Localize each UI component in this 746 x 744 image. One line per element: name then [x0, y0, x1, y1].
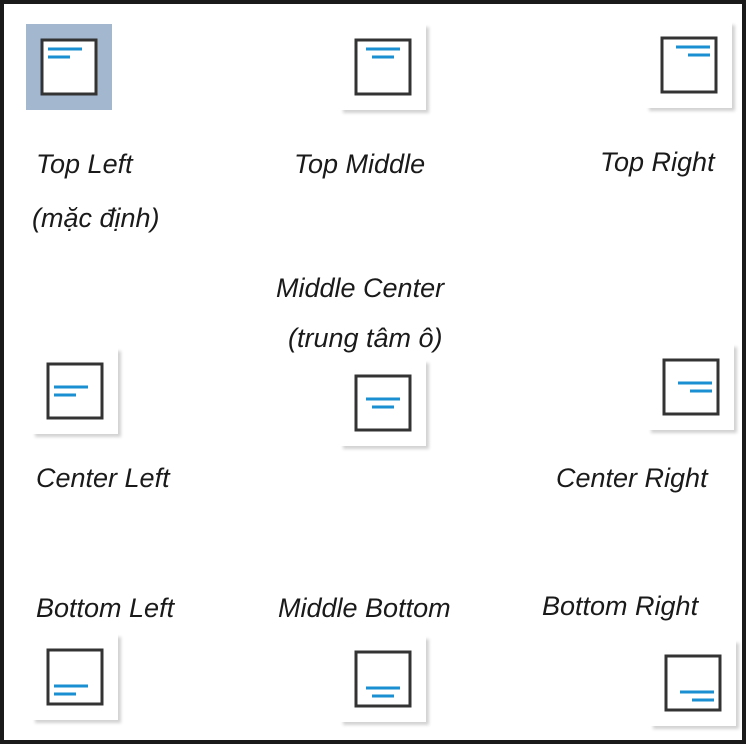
option-top-middle-label[interactable]: Top Middle — [294, 149, 426, 179]
align-middle-bottom-icon — [354, 650, 412, 708]
option-bottom-right-label: Bottom Right — [542, 591, 699, 621]
option-top-left-sublabel: (mặc định) — [32, 203, 160, 233]
option-middle-center-sublabel: (trung tâm ô) — [288, 323, 443, 353]
option-top-right-tile[interactable] — [646, 22, 732, 108]
glyph-box — [354, 650, 412, 708]
align-top-left-icon — [40, 38, 98, 96]
align-bottom-left-icon — [46, 648, 104, 706]
option-top-right-label: Top Right — [600, 147, 715, 177]
glyph-box — [46, 362, 104, 420]
align-top-middle-icon — [354, 38, 412, 96]
option-center-left-label: Center Left — [36, 463, 170, 493]
option-top-left-label: Top Left — [36, 149, 133, 179]
option-top-left-tile[interactable] — [26, 24, 112, 110]
option-bottom-left-tile[interactable] — [32, 634, 118, 720]
align-bottom-right-icon — [664, 654, 722, 712]
glyph-box — [354, 38, 412, 96]
option-middle-bottom-label: Middle Bottom — [278, 593, 451, 623]
align-center-left-icon — [46, 362, 104, 420]
option-middle-center-label: Middle Center — [276, 273, 445, 303]
option-middle-bottom-tile[interactable] — [340, 636, 426, 722]
align-middle-center-icon — [354, 374, 412, 432]
glyph-box — [662, 358, 720, 416]
glyph-box — [354, 374, 412, 432]
option-top-middle-tile[interactable] — [340, 24, 426, 110]
option-middle-center-tile[interactable] — [340, 360, 426, 446]
option-bottom-right-tile[interactable] — [650, 640, 736, 726]
align-top-right-icon — [660, 36, 718, 94]
option-center-left-tile[interactable] — [32, 348, 118, 434]
glyph-box — [46, 648, 104, 706]
align-center-right-icon — [662, 358, 720, 416]
glyph-box — [664, 654, 722, 712]
option-bottom-left-label: Bottom Left — [36, 593, 175, 623]
option-center-right-tile[interactable] — [648, 344, 734, 430]
option-center-right-label: Center Right — [556, 463, 708, 493]
